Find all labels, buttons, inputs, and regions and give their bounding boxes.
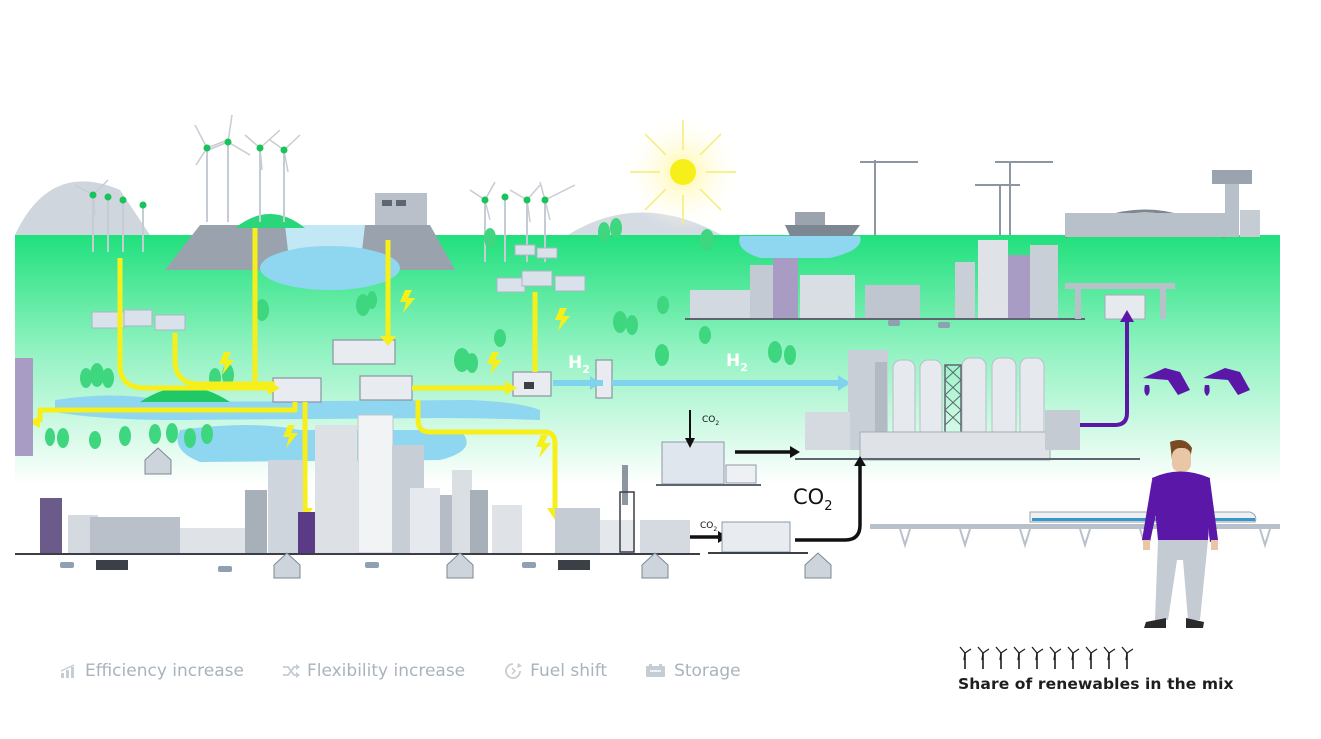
lower-city xyxy=(15,414,808,555)
h2-tank-marker xyxy=(524,382,534,389)
direct-air-capture-unit xyxy=(656,441,761,486)
solar-panels xyxy=(91,244,586,331)
wind-farm-left xyxy=(92,142,546,262)
trees xyxy=(45,218,796,449)
person-consumer xyxy=(1142,440,1218,628)
city-upper-right xyxy=(685,240,1175,320)
shuffle-icon xyxy=(282,664,300,678)
h2-label-right: H2 xyxy=(726,351,748,374)
renewables-turbine-row xyxy=(958,645,1258,669)
legend: Efficiency increase Flexibility increase… xyxy=(60,658,779,684)
legend-efficiency-increase[interactable]: Efficiency increase xyxy=(60,661,244,681)
renewables-share-label: Share of renewables in the mix xyxy=(958,675,1234,693)
wind-turbine-icon xyxy=(977,646,990,669)
fuel-shift-icon xyxy=(505,663,523,679)
wind-turbine-icon xyxy=(1049,646,1062,669)
wind-turbine-icon xyxy=(1085,646,1098,669)
co2-label-small-bottom: CO2 xyxy=(700,521,717,533)
wind-turbine-icon xyxy=(1031,646,1044,669)
turbine-hubs xyxy=(89,138,549,209)
renewables-share-indicator: Share of renewables in the mix xyxy=(958,645,1258,693)
tower-left-edge xyxy=(15,358,33,456)
wind-turbine-icon xyxy=(959,646,972,669)
legend-fuel-shift[interactable]: Fuel shift xyxy=(503,661,607,681)
wind-turbine-icon xyxy=(1013,646,1026,669)
battery-icon xyxy=(646,664,666,677)
houses xyxy=(144,447,832,579)
co2-capture-arrow xyxy=(685,410,695,448)
co2-label-big: CO2 xyxy=(793,485,832,514)
wind-turbine-icon xyxy=(995,646,1008,669)
wind-turbine-icon xyxy=(1103,646,1116,669)
port-and-airport xyxy=(785,160,1260,239)
co2-flow-lines xyxy=(690,450,862,542)
wind-turbine-icon xyxy=(1121,646,1134,669)
hydro-dam xyxy=(165,193,455,290)
efficiency-icon xyxy=(60,664,75,678)
synthetic-fuel-plant xyxy=(795,350,1140,461)
vehicles xyxy=(60,320,950,572)
legend-storage[interactable]: Storage xyxy=(645,661,741,681)
lightning-bolts xyxy=(219,290,570,458)
legend-label-flexibility: Flexibility increase xyxy=(306,661,466,681)
sun xyxy=(623,112,743,232)
fuel-output-line xyxy=(1080,310,1134,427)
legend-label-fuel-shift: Fuel shift xyxy=(530,661,608,681)
wind-turbine-icon xyxy=(1067,646,1080,669)
turbine-blades xyxy=(74,114,576,223)
legend-label-efficiency: Efficiency increase xyxy=(85,661,244,681)
fuel-pump-icons xyxy=(1143,368,1250,396)
co2-label-small-top: CO2 xyxy=(702,415,719,427)
legend-flexibility-increase[interactable]: Flexibility increase xyxy=(282,661,465,681)
legend-label-storage: Storage xyxy=(674,661,741,681)
train-and-track xyxy=(870,511,1280,549)
h2-label-left: H2 xyxy=(568,353,590,376)
hydrogen-flow xyxy=(553,375,850,391)
